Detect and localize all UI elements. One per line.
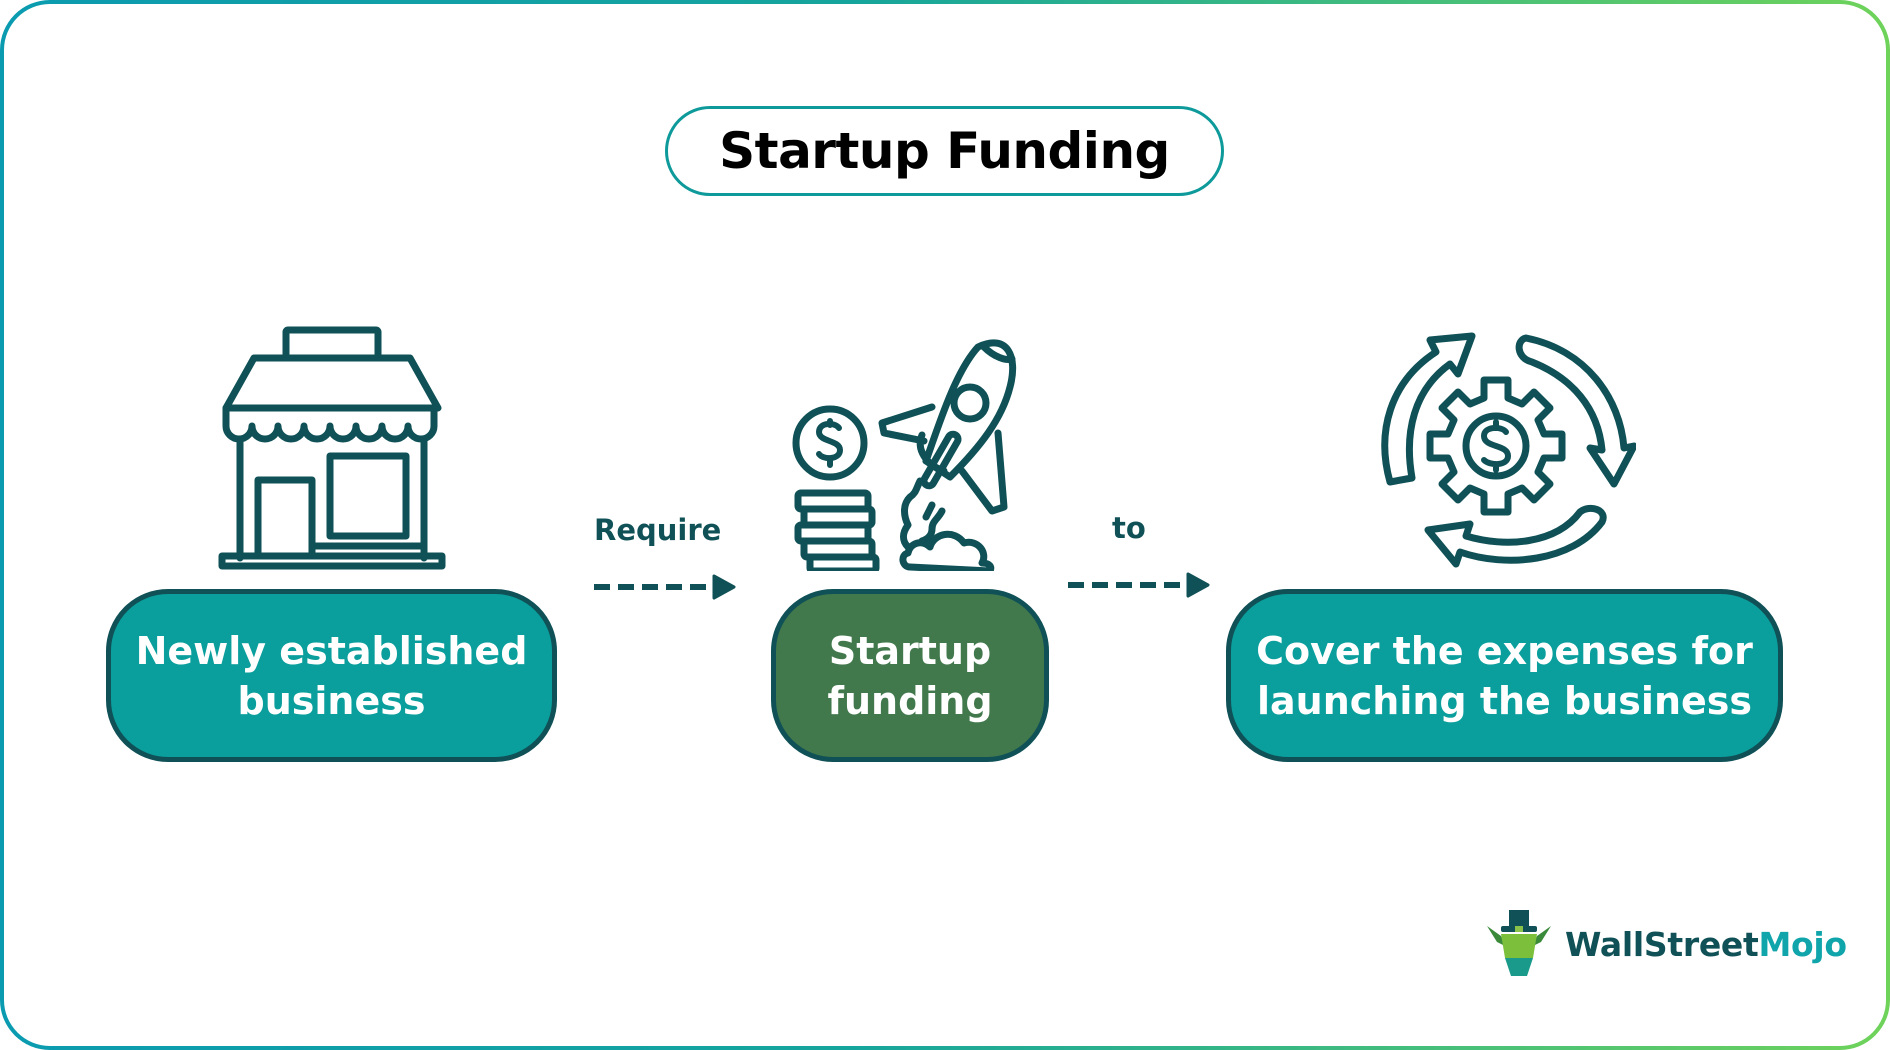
storefront-icon [218, 326, 446, 570]
step-cover-expenses: Cover the expenses for launching the bus… [1226, 589, 1783, 762]
dollar-gear-cycle-icon [1381, 332, 1636, 568]
page-title: Startup Funding [719, 122, 1170, 180]
step-label-line2: business [237, 678, 426, 723]
step-label-line1: Startup [828, 628, 992, 673]
step-label-line1: Cover the expenses for [1256, 628, 1753, 673]
title-pill: Startup Funding [665, 106, 1224, 196]
bull-mascot-icon [1487, 910, 1551, 976]
dashed-arrow-right-icon [594, 574, 736, 600]
logo-text-wallstreet: WallStreet [1565, 924, 1759, 964]
step-label-line2: funding [827, 678, 993, 723]
wallstreetmojo-logo: WallStreetMojo [1483, 908, 1847, 980]
step-newly-established-business: Newly established business [106, 589, 557, 762]
rocket-coins-icon [792, 339, 1017, 571]
connector-label-to: to [1112, 511, 1146, 545]
logo-text-mojo: Mojo [1758, 924, 1847, 964]
step-label-line2: launching the business [1256, 678, 1753, 723]
connector-label-require: Require [594, 513, 722, 547]
dashed-arrow-right-icon [1068, 572, 1210, 598]
step-startup-funding: Startup funding [771, 589, 1049, 762]
step-label-line1: Newly established [135, 628, 528, 673]
